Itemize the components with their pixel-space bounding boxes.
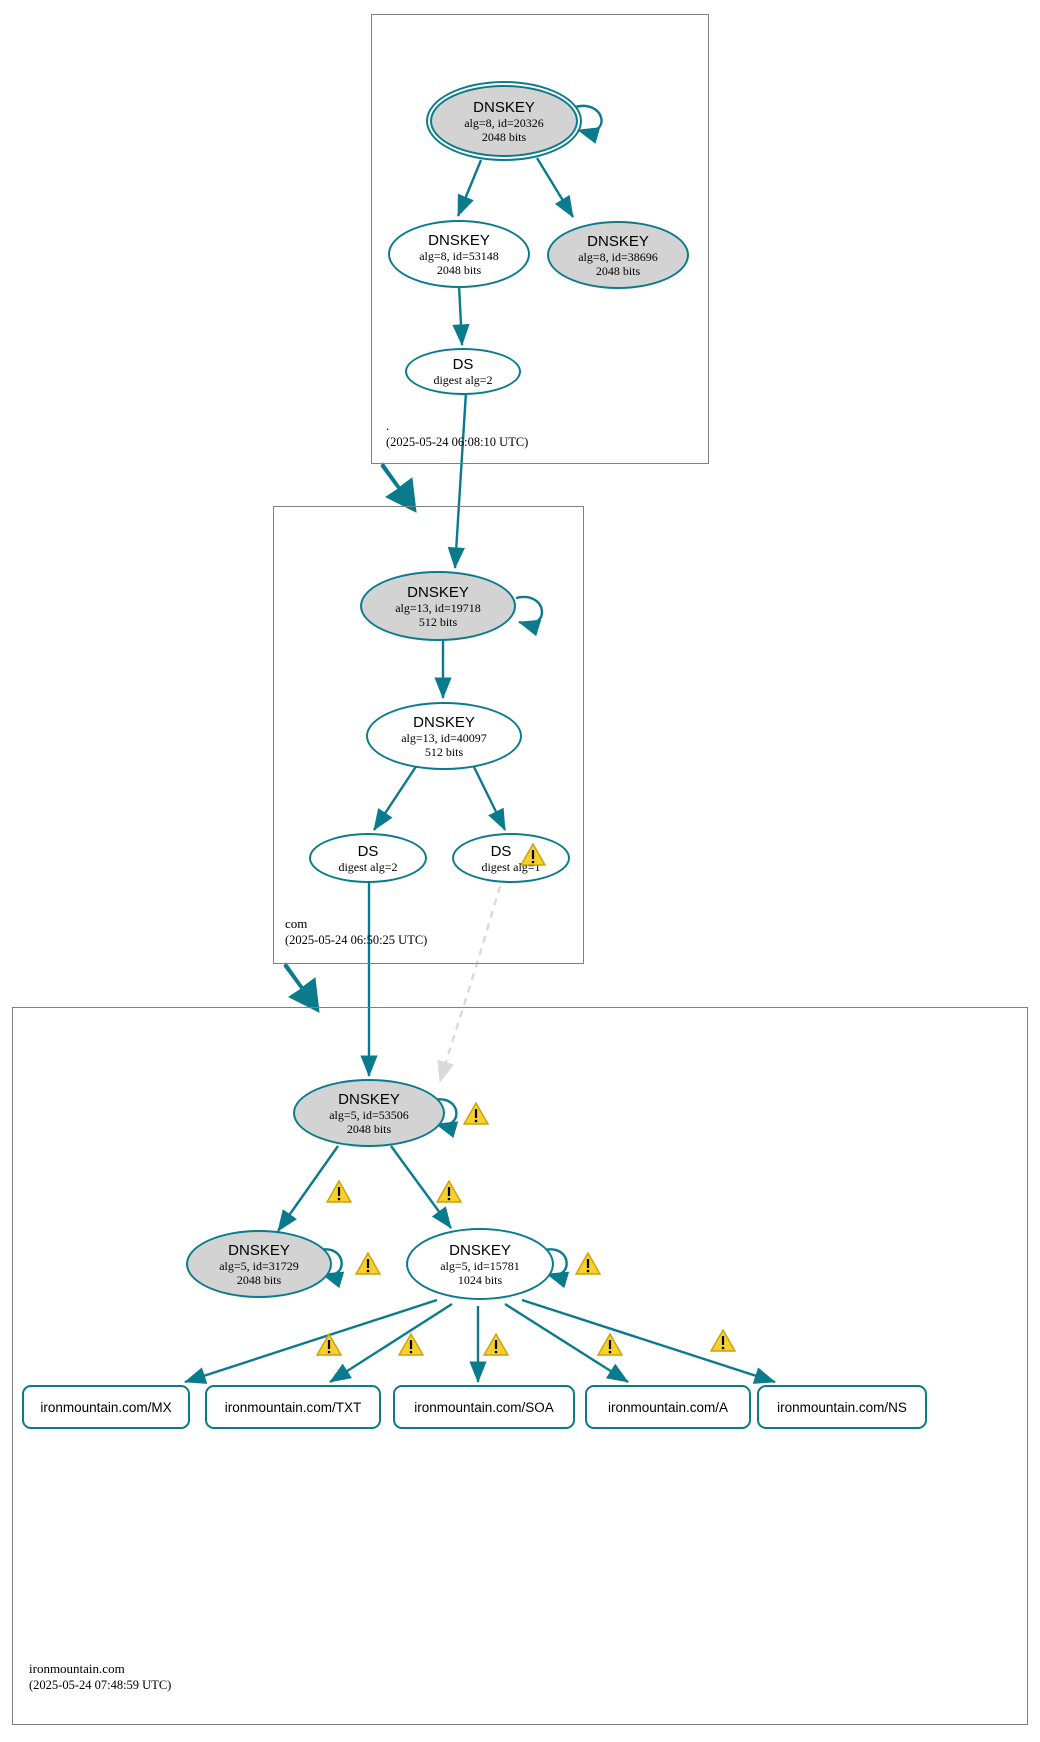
warning-icon-edge-ns[interactable] bbox=[710, 1329, 736, 1353]
node-title: DS bbox=[357, 842, 379, 860]
zone-timestamp: (2025-05-24 06:50:25 UTC) bbox=[285, 933, 428, 947]
rrset-label: ironmountain.com/A bbox=[607, 1399, 729, 1415]
node-detail-size: 1024 bits bbox=[457, 1272, 503, 1287]
node-detail-size: 512 bits bbox=[418, 614, 458, 629]
node-title: DNSKEY bbox=[428, 231, 490, 249]
warning-icon-edge-txt[interactable] bbox=[398, 1333, 424, 1357]
node-dnskey-im-zsk[interactable]: DNSKEY alg=5, id=15781 1024 bits bbox=[406, 1228, 554, 1300]
node-detail-size: 2048 bits bbox=[236, 1272, 282, 1287]
node-detail-size: 2048 bits bbox=[436, 262, 482, 277]
warning-icon-edge-a[interactable] bbox=[597, 1333, 623, 1357]
node-ds-com-digest2[interactable]: DS digest alg=2 bbox=[309, 833, 427, 883]
node-detail-alg: alg=8, id=38696 bbox=[578, 249, 658, 264]
node-detail-digest: digest alg=2 bbox=[433, 373, 493, 387]
warning-icon-im-31729[interactable] bbox=[355, 1252, 381, 1276]
warning-icon-im-ksk[interactable] bbox=[463, 1102, 489, 1126]
rrset-ns[interactable]: ironmountain.com/NS bbox=[757, 1385, 927, 1429]
node-detail-size: 512 bits bbox=[424, 744, 464, 759]
node-title: DS bbox=[452, 356, 474, 373]
node-detail-alg: alg=5, id=15781 bbox=[440, 1258, 520, 1273]
rrset-a[interactable]: ironmountain.com/A bbox=[585, 1385, 751, 1429]
warning-icon-edge-ksk-to-31729[interactable] bbox=[326, 1180, 352, 1204]
rrset-label: ironmountain.com/MX bbox=[40, 1399, 172, 1415]
warning-icon-edge-mx[interactable] bbox=[316, 1333, 342, 1357]
node-dnskey-im-31729[interactable]: DNSKEY alg=5, id=31729 2048 bits bbox=[186, 1230, 332, 1298]
node-title: DNSKEY bbox=[338, 1090, 400, 1108]
zone-timestamp: (2025-05-24 07:48:59 UTC) bbox=[29, 1678, 172, 1692]
warning-icon-im-zsk[interactable] bbox=[575, 1252, 601, 1276]
node-ds-root[interactable]: DS digest alg=2 bbox=[405, 348, 521, 395]
warning-icon-edge-ksk-to-zsk[interactable] bbox=[436, 1180, 462, 1204]
node-detail-alg: alg=8, id=20326 bbox=[464, 115, 544, 130]
node-detail-size: 2048 bits bbox=[595, 263, 641, 278]
rrset-label: ironmountain.com/TXT bbox=[224, 1399, 362, 1415]
node-title: DNSKEY bbox=[413, 713, 475, 731]
node-title: DNSKEY bbox=[473, 98, 535, 116]
zone-box-com bbox=[273, 506, 584, 964]
rrset-mx[interactable]: ironmountain.com/MX bbox=[22, 1385, 190, 1429]
node-dnskey-root-38696[interactable]: DNSKEY alg=8, id=38696 2048 bits bbox=[547, 221, 689, 289]
rrset-label: ironmountain.com/NS bbox=[777, 1399, 907, 1415]
rrset-label: ironmountain.com/SOA bbox=[414, 1399, 554, 1415]
node-detail-alg: alg=8, id=53148 bbox=[419, 248, 499, 263]
node-detail-alg: alg=13, id=19718 bbox=[395, 600, 481, 615]
rrset-soa[interactable]: ironmountain.com/SOA bbox=[393, 1385, 575, 1429]
zone-label-com: com (2025-05-24 06:50:25 UTC) bbox=[285, 916, 427, 948]
node-detail-alg: alg=13, id=40097 bbox=[401, 730, 487, 745]
node-title: DNSKEY bbox=[449, 1241, 511, 1259]
zone-name: com bbox=[285, 916, 308, 931]
warning-icon-ds-digest1[interactable] bbox=[520, 843, 546, 867]
node-ds-com-digest1[interactable]: DS digest alg=1 bbox=[452, 833, 570, 883]
node-title: DNSKEY bbox=[407, 583, 469, 601]
rrset-txt[interactable]: ironmountain.com/TXT bbox=[205, 1385, 381, 1429]
node-detail-size: 2048 bits bbox=[346, 1121, 392, 1136]
zone-name: . bbox=[386, 418, 390, 433]
node-dnskey-com-ksk[interactable]: DNSKEY alg=13, id=19718 512 bits bbox=[360, 571, 516, 641]
node-dnskey-root-zsk[interactable]: DNSKEY alg=8, id=53148 2048 bits bbox=[388, 220, 530, 288]
node-detail-size: 2048 bits bbox=[481, 129, 527, 144]
node-dnskey-im-ksk[interactable]: DNSKEY alg=5, id=53506 2048 bits bbox=[293, 1079, 445, 1147]
node-detail-alg: alg=5, id=31729 bbox=[219, 1258, 299, 1273]
node-title: DS bbox=[490, 842, 512, 860]
node-title: DNSKEY bbox=[228, 1241, 290, 1259]
zone-box-root bbox=[371, 14, 709, 464]
zone-label-root: . (2025-05-24 06:08:10 UTC) bbox=[386, 418, 528, 450]
zone-label-ironmountain: ironmountain.com (2025-05-24 07:48:59 UT… bbox=[29, 1661, 171, 1693]
node-dnskey-root-ksk[interactable]: DNSKEY alg=8, id=20326 2048 bits bbox=[430, 85, 578, 157]
zone-timestamp: (2025-05-24 06:08:10 UTC) bbox=[386, 435, 529, 449]
node-dnskey-com-zsk[interactable]: DNSKEY alg=13, id=40097 512 bits bbox=[366, 702, 522, 770]
warning-icon-edge-soa[interactable] bbox=[483, 1333, 509, 1357]
node-title: DNSKEY bbox=[587, 232, 649, 250]
zone-name: ironmountain.com bbox=[29, 1661, 125, 1676]
zone-box-ironmountain bbox=[12, 1007, 1028, 1725]
node-detail-digest: digest alg=2 bbox=[338, 859, 398, 874]
node-detail-alg: alg=5, id=53506 bbox=[329, 1107, 409, 1122]
